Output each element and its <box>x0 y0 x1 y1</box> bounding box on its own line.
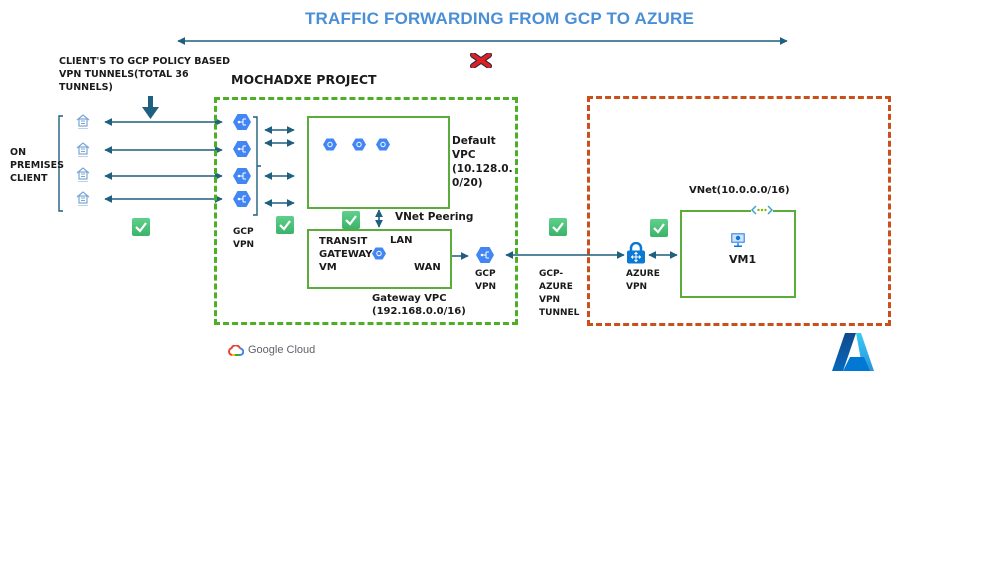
gcp-vpn-gateway-icon <box>233 114 251 130</box>
on-premises-building-icon <box>76 191 90 206</box>
compute-instance-icon <box>323 138 337 151</box>
diagram-title: TRAFFIC FORWARDING FROM GCP TO AZURE <box>304 9 695 28</box>
on-premises-building-icon <box>76 167 90 182</box>
transit-gateway-vm-label: TRANSIT GATEWAY VM <box>319 236 373 273</box>
vm1-label: VM1 <box>729 253 757 266</box>
azure-vpn-gateway-icon <box>627 242 645 264</box>
vnet-label: VNet(10.0.0.0/16) <box>689 185 790 196</box>
gcp-vpn-status-check-icon <box>276 216 294 234</box>
gcp-vpn-label-right: GCP VPN <box>475 269 497 292</box>
vnet-peering-status-check-icon <box>342 211 360 229</box>
project-title: MOCHADXE PROJECT <box>231 72 377 87</box>
gcp-vpn-bracket <box>253 116 261 216</box>
azure-vm-icon <box>731 233 745 247</box>
default-vpc-label: Default VPC (10.128.0. 0/20) <box>452 135 513 189</box>
client-bracket <box>58 115 63 212</box>
on-premises-building-icon <box>76 114 90 129</box>
on-premises-building-icon <box>76 142 90 157</box>
azure-vnet-status-check-icon <box>650 219 668 237</box>
gcp-vpn-gateway-icon <box>233 191 251 207</box>
azure-vpn-label: AZURE VPN <box>626 269 660 292</box>
lan-label: LAN <box>390 235 413 246</box>
vnet-peering-icon <box>751 204 773 216</box>
gcp-vpn-gateway-icon <box>233 168 251 184</box>
compute-instance-icon <box>376 138 390 151</box>
down-arrow-icon <box>142 96 159 119</box>
gcp-cloud-vpn-icon <box>476 247 494 263</box>
wan-label: WAN <box>414 262 441 273</box>
azure-vnet-box <box>680 210 796 298</box>
azure-logo-icon <box>832 333 874 371</box>
google-cloud-logo: Google Cloud <box>228 344 315 356</box>
gcp-vpn-label-left: GCP VPN <box>233 227 255 250</box>
vnet-peering-label: VNet Peering <box>395 211 474 223</box>
compute-instance-icon <box>352 138 366 151</box>
google-cloud-icon <box>228 344 244 356</box>
blocked-cross-icon <box>470 53 492 68</box>
transit-gateway-vm-icon <box>372 247 386 260</box>
client-tunnels-label: CLIENT'S TO GCP POLICY BASED VPN TUNNELS… <box>59 56 231 93</box>
gcp-azure-tunnel-label: GCP- AZURE VPN TUNNEL <box>539 269 580 318</box>
gcp-vpn-gateway-icon <box>233 141 251 157</box>
client-tunnel-status-check-icon <box>132 218 150 236</box>
default-vpc-box <box>307 116 450 209</box>
azure-boundary <box>587 96 891 326</box>
gcp-azure-tunnel-status-check-icon <box>549 218 567 236</box>
on-premises-client-label: ON PREMISES CLIENT <box>10 147 64 184</box>
gcp-project-boundary <box>214 97 518 325</box>
gateway-vpc-label: Gateway VPC (192.168.0.0/16) <box>372 293 466 317</box>
